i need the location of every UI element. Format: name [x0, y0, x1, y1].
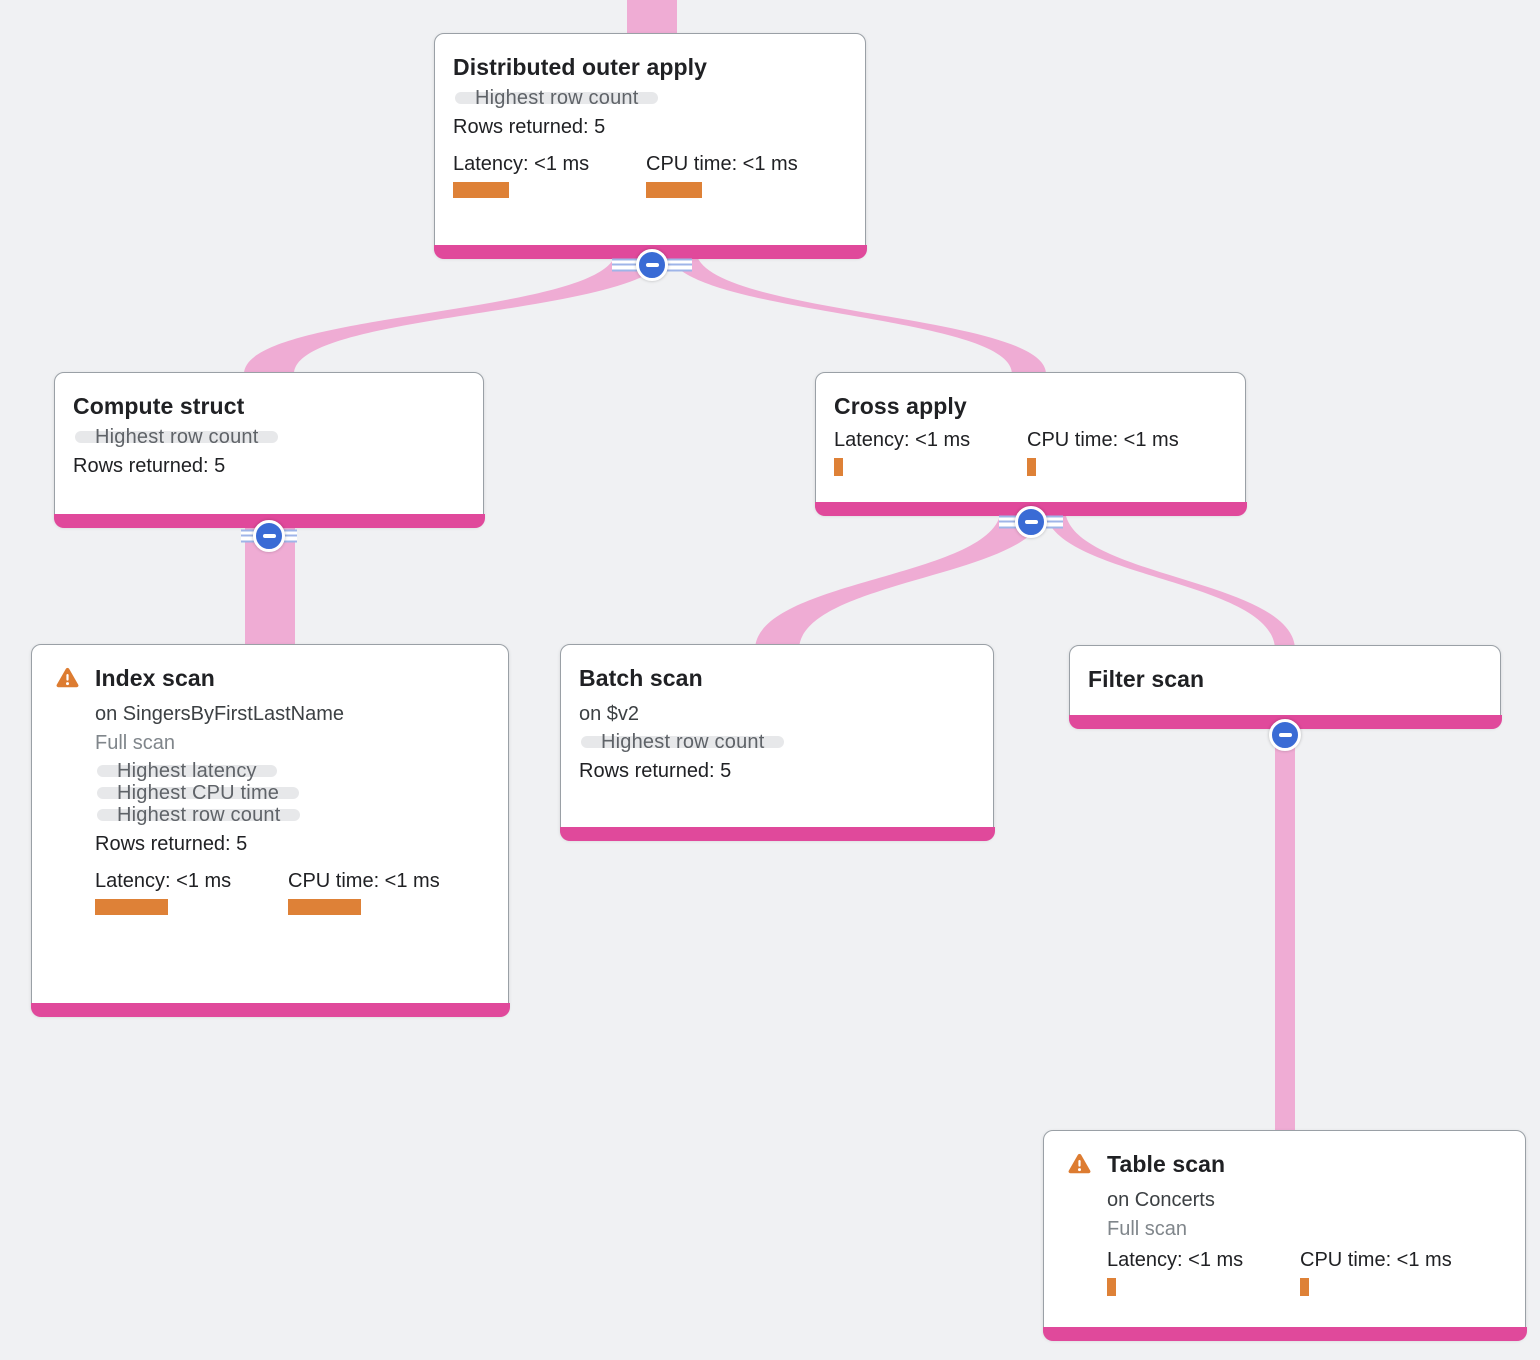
collapse-minus-icon	[636, 249, 668, 281]
warning-icon	[1067, 1153, 1092, 1180]
node-batch-scan[interactable]: Batch scan on $v2 Highest row count Rows…	[559, 644, 995, 841]
node-title: Distributed outer apply	[453, 54, 708, 80]
collapse-minus-icon	[253, 520, 285, 552]
collapse-button-distributed-outer-apply[interactable]	[612, 249, 692, 281]
node-title: Batch scan	[579, 665, 703, 691]
node-footer-bar	[559, 826, 995, 841]
collapse-button-cross-apply[interactable]	[999, 506, 1063, 538]
link-distributed-outer-apply-to-cross-apply	[668, 250, 1046, 374]
highest-row-count-badge: Highest row count	[75, 427, 279, 447]
rows-returned-label: Rows returned: 5	[579, 759, 732, 782]
highest-row-count-badge: Highest row count	[455, 88, 659, 108]
node-title: Table scan	[1107, 1151, 1226, 1177]
cpu-time-bar	[1300, 1277, 1309, 1296]
highest-row-count-badge: Highest row count	[581, 732, 785, 752]
latency-label: Latency: <1 ms	[95, 869, 232, 892]
node-index-scan[interactable]: Index scan on SingersByFirstLastName Ful…	[30, 644, 510, 1017]
rows-returned-label: Rows returned: 5	[453, 115, 606, 138]
latency-label: Latency: <1 ms	[834, 428, 971, 451]
node-filter-scan[interactable]: Filter scan	[1068, 645, 1502, 729]
cpu-time-bar	[1027, 457, 1036, 476]
cpu-time-label: CPU time: <1 ms	[646, 152, 798, 175]
node-compute-struct[interactable]: Compute struct Highest row count Rows re…	[53, 372, 485, 528]
collapse-button-filter-scan[interactable]	[1269, 719, 1301, 751]
collapse-button-compute-struct[interactable]	[241, 520, 297, 552]
latency-bar	[834, 457, 843, 476]
cpu-time-label: CPU time: <1 ms	[288, 869, 440, 892]
latency-bar	[1107, 1277, 1116, 1296]
scan-type-label: Full scan	[1107, 1217, 1188, 1240]
rows-returned-label: Rows returned: 5	[73, 454, 226, 477]
latency-label: Latency: <1 ms	[453, 152, 590, 175]
highest-row-count-badge: Highest row count	[97, 805, 301, 825]
scan-type-label: Full scan	[95, 731, 176, 754]
highest-latency-badge: Highest latency	[97, 761, 277, 781]
cpu-time-label: CPU time: <1 ms	[1300, 1248, 1452, 1271]
node-table-scan[interactable]: Table scan on Concerts Full scan Latency…	[1042, 1130, 1527, 1341]
cpu-time-bar	[288, 898, 361, 915]
warning-icon	[55, 667, 80, 694]
node-footer-bar	[30, 1002, 510, 1017]
rows-returned-label: Rows returned: 5	[95, 832, 248, 855]
node-title: Filter scan	[1088, 666, 1205, 692]
node-distributed-outer-apply[interactable]: Distributed outer apply Highest row coun…	[433, 33, 867, 259]
link-distributed-outer-apply-to-compute-struct	[244, 250, 668, 374]
node-footer-bar	[1042, 1326, 1527, 1341]
cpu-time-bar	[646, 181, 702, 198]
node-subtitle: on SingersByFirstLastName	[95, 702, 344, 725]
highest-cpu-time-badge: Highest CPU time	[97, 783, 300, 803]
collapse-minus-icon	[1269, 719, 1301, 751]
node-title: Cross apply	[834, 393, 967, 419]
latency-label: Latency: <1 ms	[1107, 1248, 1244, 1271]
latency-bar	[95, 898, 168, 915]
node-cross-apply[interactable]: Cross apply Latency: <1 ms CPU time: <1 …	[814, 372, 1247, 516]
collapse-minus-icon	[1015, 506, 1047, 538]
node-subtitle: on $v2	[579, 702, 640, 725]
link-cross-apply-to-batch-scan	[755, 508, 1045, 650]
latency-bar	[453, 181, 509, 198]
link-filter-scan-to-table-scan	[1275, 722, 1295, 1134]
node-title: Index scan	[95, 665, 215, 691]
cpu-time-label: CPU time: <1 ms	[1027, 428, 1179, 451]
link-cross-apply-to-filter-scan	[1045, 508, 1295, 650]
node-subtitle: on Concerts	[1107, 1188, 1215, 1211]
node-title: Compute struct	[73, 393, 245, 419]
